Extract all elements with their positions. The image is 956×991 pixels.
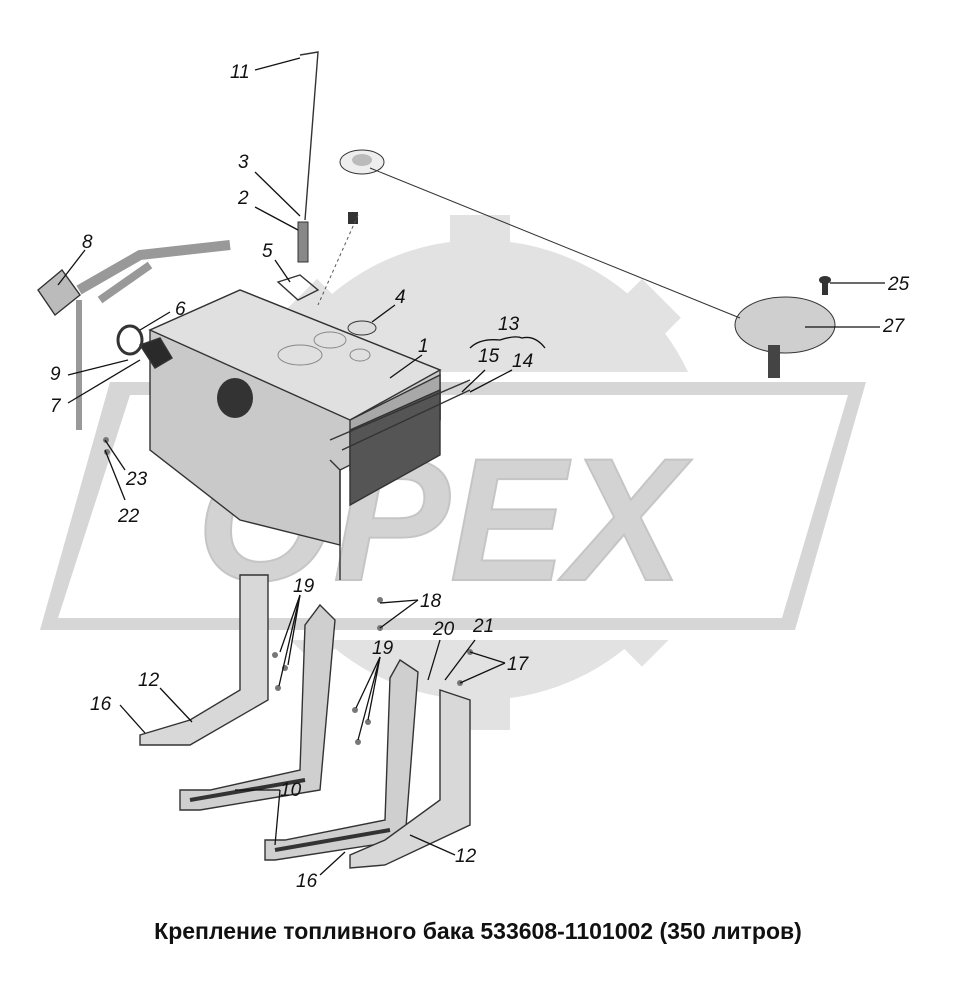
callout-6: 6 — [175, 299, 186, 320]
callout-12b: 12 — [455, 846, 477, 867]
callout-5: 5 — [262, 241, 273, 262]
callout-9: 9 — [50, 364, 61, 385]
callout-1: 1 — [418, 336, 429, 357]
diagram-caption: Крепление топливного бака 533608-1101002… — [154, 918, 802, 944]
small-parts — [37, 51, 836, 430]
callout-14: 14 — [512, 351, 533, 372]
callout-10a: 10 — [280, 780, 302, 801]
callout-18: 18 — [420, 591, 442, 612]
callout-15: 15 — [478, 346, 500, 367]
callout-numbers: 1 2 3 4 5 6 7 8 9 10 11 12 13 14 15 16 1… — [50, 62, 910, 892]
exploded-parts-diagram: OPEX — [25, 51, 910, 892]
callout-2: 2 — [237, 188, 249, 209]
watermark-logo: OPEX — [25, 215, 880, 730]
callout-22: 22 — [117, 506, 140, 527]
callout-13: 13 — [498, 314, 520, 335]
callout-8: 8 — [82, 232, 93, 253]
callout-20: 20 — [432, 619, 455, 640]
callout-19a: 19 — [293, 576, 315, 597]
callout-leaders — [57, 57, 885, 876]
callout-11: 11 — [230, 62, 250, 83]
callout-7: 7 — [50, 396, 62, 417]
brackets — [103, 437, 473, 869]
fuel-tank — [148, 289, 471, 580]
callout-25: 25 — [887, 274, 910, 295]
callout-4: 4 — [395, 287, 406, 308]
callout-3: 3 — [238, 152, 249, 173]
callout-16a: 16 — [90, 694, 112, 715]
callout-16b: 16 — [296, 871, 318, 892]
callout-19b: 19 — [372, 638, 394, 659]
callout-21: 21 — [472, 616, 494, 637]
callout-17: 17 — [507, 654, 530, 675]
callout-27: 27 — [882, 316, 906, 337]
callout-23: 23 — [125, 469, 148, 490]
callout-12a: 12 — [138, 670, 160, 691]
